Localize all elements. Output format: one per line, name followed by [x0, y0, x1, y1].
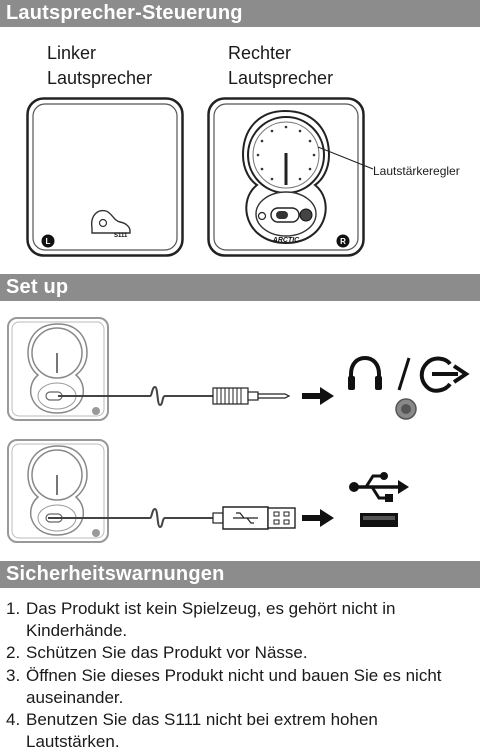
arctic-logo: ARCTIC — [272, 237, 300, 244]
warning-item: 3.Öffnen Sie dieses Produkt nicht und ba… — [6, 665, 442, 707]
headphones-icon — [348, 355, 382, 390]
line-out-icon — [419, 356, 470, 393]
section-header-speaker-control: Lautsprecher-Steuerung — [0, 0, 480, 27]
right-speaker-label-line2: Lautsprecher — [228, 68, 334, 88]
setup-usb-diagram — [7, 439, 398, 543]
section-header-setup: Set up — [0, 274, 480, 301]
left-badge: L — [46, 237, 51, 246]
left-speaker-label-line2: Lautsprecher — [47, 68, 153, 88]
slash-separator — [397, 357, 411, 391]
left-speaker-illustration: S111 L — [26, 97, 184, 257]
warning-item: 2.Schützen Sie das Produkt vor Nässe. — [6, 643, 308, 663]
right-speaker-illustration: ARCTIC R — [207, 97, 374, 257]
usb-icon — [349, 472, 409, 502]
setup-audio-diagram — [7, 317, 417, 421]
section-header-safety: Sicherheitswarnungen — [0, 561, 480, 588]
model-mark: S111 — [114, 233, 128, 239]
right-speaker-label-line1: Rechter — [228, 43, 292, 63]
safety-warning-list: 1.Das Produkt ist kein Spielzeug, es geh… — [6, 598, 476, 753]
warning-item: 4.Benutzen Sie das S111 nicht bei extrem… — [6, 710, 378, 752]
warning-item: 1.Das Produkt ist kein Spielzeug, es geh… — [6, 599, 396, 641]
volume-control-callout: Lautstärkeregler — [373, 164, 460, 178]
right-badge: R — [340, 237, 346, 246]
left-speaker-label-line1: Linker — [47, 43, 97, 63]
